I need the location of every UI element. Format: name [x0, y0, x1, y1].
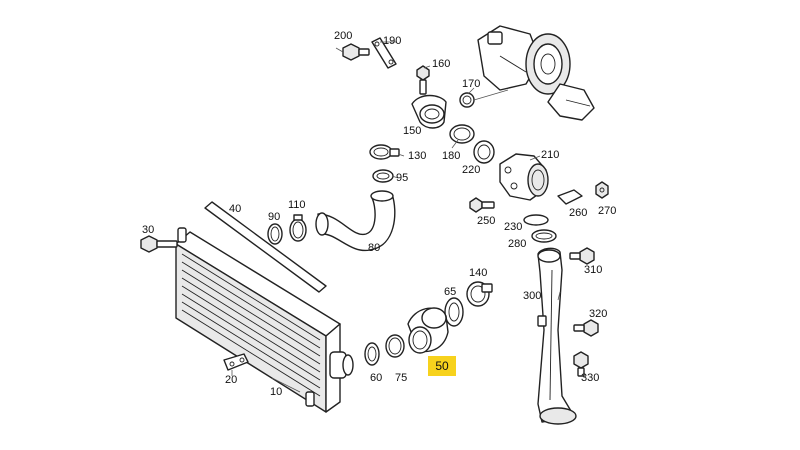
label-310[interactable]: 310 [584, 264, 603, 276]
part-250-bolt[interactable] [469, 197, 495, 213]
label-230[interactable]: 230 [504, 221, 523, 233]
part-260-bracket[interactable] [557, 189, 583, 205]
label-200[interactable]: 200 [334, 30, 353, 42]
part-300-air-tube[interactable] [537, 247, 577, 425]
label-20[interactable]: 20 [225, 374, 238, 386]
label-90[interactable]: 90 [268, 211, 281, 223]
label-300[interactable]: 300 [523, 290, 542, 302]
part-130-clamp[interactable] [369, 144, 400, 160]
part-320-bolt[interactable] [573, 319, 599, 337]
label-50-highlighted[interactable]: 50 [428, 356, 456, 376]
label-65[interactable]: 65 [444, 286, 457, 298]
part-80-charge-air-hose[interactable] [315, 190, 396, 252]
label-330[interactable]: 330 [581, 372, 600, 384]
label-220[interactable]: 220 [462, 164, 481, 176]
label-130[interactable]: 130 [408, 150, 427, 162]
label-280[interactable]: 280 [508, 238, 527, 250]
label-80[interactable]: 80 [368, 242, 381, 254]
part-170-ring[interactable] [459, 92, 475, 108]
part-190-bracket[interactable] [371, 37, 397, 69]
label-270[interactable]: 270 [598, 205, 617, 217]
part-210-intake-housing[interactable] [499, 153, 549, 201]
part-40-seal-strip[interactable] [204, 201, 327, 293]
label-10[interactable]: 10 [270, 386, 283, 398]
part-60-ring[interactable] [364, 342, 380, 366]
part-310-bolt[interactable] [569, 247, 595, 265]
leader-lines [231, 41, 561, 393]
label-95[interactable]: 95 [396, 172, 409, 184]
part-110-clamp[interactable] [289, 214, 307, 242]
part-270-nut[interactable] [595, 181, 609, 199]
part-30-bolt[interactable] [140, 235, 178, 253]
part-10-intercooler[interactable] [175, 227, 354, 413]
label-320[interactable]: 320 [589, 308, 608, 320]
part-20-bracket[interactable] [223, 353, 249, 371]
label-190[interactable]: 190 [383, 35, 402, 47]
label-110[interactable]: 110 [288, 199, 306, 211]
label-210[interactable]: 210 [541, 149, 560, 161]
label-60[interactable]: 60 [370, 372, 383, 384]
label-40[interactable]: 40 [229, 203, 242, 215]
part-180-clamp[interactable] [449, 124, 475, 144]
turbocharger[interactable] [477, 25, 595, 121]
part-140-clamp[interactable] [466, 281, 493, 307]
part-220-ring[interactable] [473, 140, 495, 164]
label-170[interactable]: 170 [462, 78, 481, 90]
label-150[interactable]: 150 [403, 125, 422, 137]
label-180[interactable]: 180 [442, 150, 461, 162]
part-200-bolt[interactable] [342, 43, 370, 61]
part-65-ring[interactable] [444, 297, 464, 327]
part-150-hose-elbow[interactable] [411, 94, 447, 129]
label-140[interactable]: 140 [469, 267, 488, 279]
part-160-bolt[interactable] [416, 65, 430, 95]
label-260[interactable]: 260 [569, 207, 588, 219]
part-50-hose-elbow[interactable] [407, 307, 449, 354]
label-250[interactable]: 250 [477, 215, 496, 227]
label-160[interactable]: 160 [432, 58, 451, 70]
part-280-clamp[interactable] [531, 229, 557, 243]
part-230-seal[interactable] [523, 214, 549, 226]
part-75-clamp[interactable] [385, 334, 405, 358]
part-90-ring[interactable] [267, 223, 283, 245]
part-95-ring[interactable] [372, 169, 394, 183]
label-75[interactable]: 75 [395, 372, 408, 384]
part-330-bolt[interactable] [573, 351, 589, 377]
label-30[interactable]: 30 [142, 224, 155, 236]
